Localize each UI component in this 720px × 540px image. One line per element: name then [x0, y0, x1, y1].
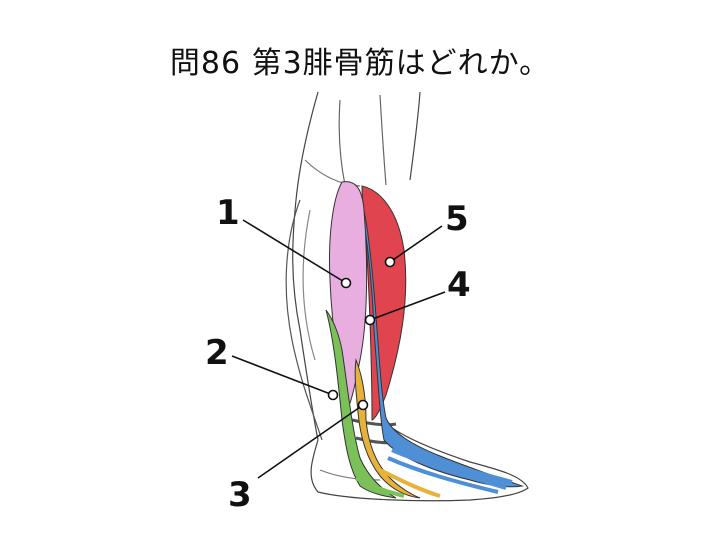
leader-lines: [231, 219, 446, 479]
label-4: 4: [447, 265, 471, 305]
foot-outline: [310, 427, 529, 502]
label-2: 2: [205, 333, 229, 373]
thigh-outline: [292, 91, 319, 441]
label-5: 5: [445, 199, 469, 239]
label-1: 1: [216, 193, 240, 233]
muscle-3-shape: [354, 358, 421, 499]
calf-outline: [285, 199, 323, 441]
muscle-2-shape: [325, 309, 397, 499]
question-title: 問86 第3腓骨筋はどれか。: [169, 46, 551, 81]
muscle-5-shape: [361, 185, 407, 421]
label-3: 3: [228, 475, 252, 515]
foot-tendons: [355, 438, 513, 498]
